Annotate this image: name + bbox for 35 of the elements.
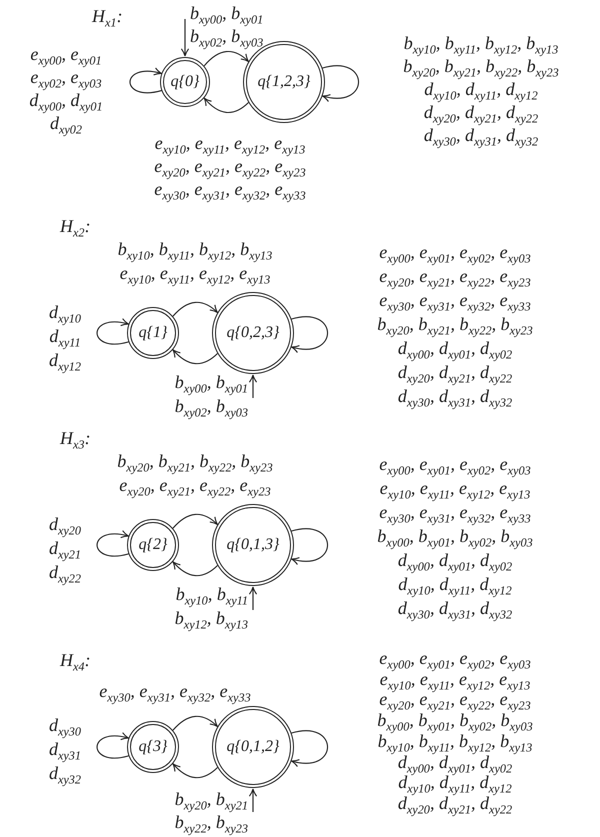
- state-label: q{0,1,2}: [226, 738, 280, 756]
- edge-label: b$_{xy10}$, b$_{xy11}$, b$_{xy12}$, b$_{xy13}$ b$_{xy20}$, b$_{xy21}$, b$_{xy22}$, b$_{xy23}$ d$_{xy10}$, d$_{xy11}$, d$_{xy12}$ d$_{xy20}$, d$_{xy21}$, d$_{xy22}$ d$_{xy30}$, d$_{xy31}$, d$_{xy32}$: [402, 32, 560, 147]
- accepting-state-circle: [127, 307, 179, 359]
- automaton-title: H$_{x3}$:: [60, 428, 91, 449]
- edge-label: b$_{xy10}$, b$_{xy11}$ b$_{xy12}$, b$_{xy13}$: [174, 583, 248, 630]
- edge-label: b$_{xy00}$, b$_{xy01}$ b$_{xy02}$, b$_{xy03}$: [174, 371, 248, 418]
- state-label: q{1}: [138, 324, 168, 342]
- edge-label: e$_{xy30}$, e$_{xy31}$, e$_{xy32}$, e$_{xy33}$: [98, 680, 252, 703]
- state-label: q{0}: [170, 73, 200, 91]
- edge-label: d$_{xy20}$ d$_{xy21}$ d$_{xy22}$: [48, 513, 82, 584]
- accepting-state-circle: [212, 292, 294, 374]
- accepting-state-circle: [160, 57, 210, 107]
- edge-label: e$_{xy10}$, e$_{xy11}$, e$_{xy12}$, e$_{xy13}$ e$_{xy20}$, e$_{xy21}$, e$_{xy22}$, e$_{xy23}$ e$_{xy30}$, e$_{xy31}$, e$_{xy32}$, e$_{xy33}$: [153, 132, 307, 201]
- automaton-title: H$_{x2}$:: [60, 216, 91, 237]
- edge-label: b$_{xy20}$, b$_{xy21}$ b$_{xy22}$, b$_{xy23}$: [174, 788, 248, 834]
- state-label: q{0,1,3}: [226, 536, 280, 554]
- state-label: q{0,2,3}: [226, 324, 280, 342]
- state-label: q{3}: [138, 738, 168, 756]
- automaton-title: H$_{x4}$:: [60, 650, 91, 671]
- automaton-title: H$_{x1}$:: [92, 6, 123, 27]
- edge-label: b$_{xy10}$, b$_{xy11}$, b$_{xy12}$, b$_{xy13}$ e$_{xy10}$, e$_{xy11}$, e$_{xy12}$, e$_{xy13}$: [116, 238, 274, 285]
- edge-label: b$_{xy20}$, b$_{xy21}$, b$_{xy22}$, b$_{xy23}$ e$_{xy20}$, e$_{xy21}$, e$_{xy22}$, e$_{xy23}$: [116, 450, 274, 497]
- edge-label: e$_{xy00}$, e$_{xy01}$, e$_{xy02}$, e$_{xy03}$ e$_{xy20}$, e$_{xy21}$, e$_{xy22}$, e$_{xy23}$ e$_{xy30}$, e$_{xy31}$, e$_{xy32}$, e$_{xy33}$ b$_{xy20}$, b$_{xy21}$, b$_{xy22}$, b$_{xy23}$ d$_{xy00}$, d$_{xy01}$, d$_{xy02}$ d$_{xy20}$, d$_{xy21}$, d$_{xy22}$ d$_{xy30}$, d$_{xy31}$, d$_{xy32}$: [376, 241, 534, 408]
- edge-label: e$_{xy00}$, e$_{xy01}$ e$_{xy02}$, e$_{xy03}$ d$_{xy00}$, d$_{xy01}$ d$_{xy02}$: [28, 43, 104, 135]
- accepting-state-circle: [212, 706, 294, 788]
- edge-label: b$_{xy00}$, b$_{xy01}$ b$_{xy02}$, b$_{xy03}$: [190, 2, 264, 48]
- edge-label: d$_{xy30}$ d$_{xy31}$ d$_{xy32}$: [48, 714, 82, 785]
- accepting-state-circle: [127, 519, 179, 571]
- accepting-state-circle: [212, 504, 294, 586]
- edge-label: e$_{xy00}$, e$_{xy01}$, e$_{xy02}$, e$_{xy03}$ e$_{xy10}$, e$_{xy11}$, e$_{xy12}$, e$_{xy13}$ e$_{xy30}$, e$_{xy31}$, e$_{xy32}$, e$_{xy33}$ b$_{xy00}$, b$_{xy01}$, b$_{xy02}$, b$_{xy03}$ d$_{xy00}$, d$_{xy01}$, d$_{xy02}$ d$_{xy10}$, d$_{xy11}$, d$_{xy12}$ d$_{xy30}$, d$_{xy31}$, d$_{xy32}$: [376, 453, 534, 620]
- state-label: q{1,2,3}: [258, 73, 310, 91]
- state-label: q{2}: [138, 536, 168, 554]
- edge-label: e$_{xy00}$, e$_{xy01}$, e$_{xy02}$, e$_{xy03}$ e$_{xy10}$, e$_{xy11}$, e$_{xy12}$, e$_{xy13}$ e$_{xy20}$, e$_{xy21}$, e$_{xy22}$, e$_{xy23}$ b$_{xy00}$, b$_{xy01}$, b$_{xy02}$, b$_{xy03}$ b$_{xy10}$, b$_{xy11}$, b$_{xy12}$, b$_{xy13}$ d$_{xy00}$, d$_{xy01}$, d$_{xy02}$ d$_{xy10}$, d$_{xy11}$, d$_{xy12}$ d$_{xy20}$, d$_{xy21}$, d$_{xy22}$: [376, 648, 534, 814]
- edge-label: d$_{xy10}$ d$_{xy11}$ d$_{xy12}$: [48, 301, 82, 372]
- accepting-state-circle: [127, 721, 179, 773]
